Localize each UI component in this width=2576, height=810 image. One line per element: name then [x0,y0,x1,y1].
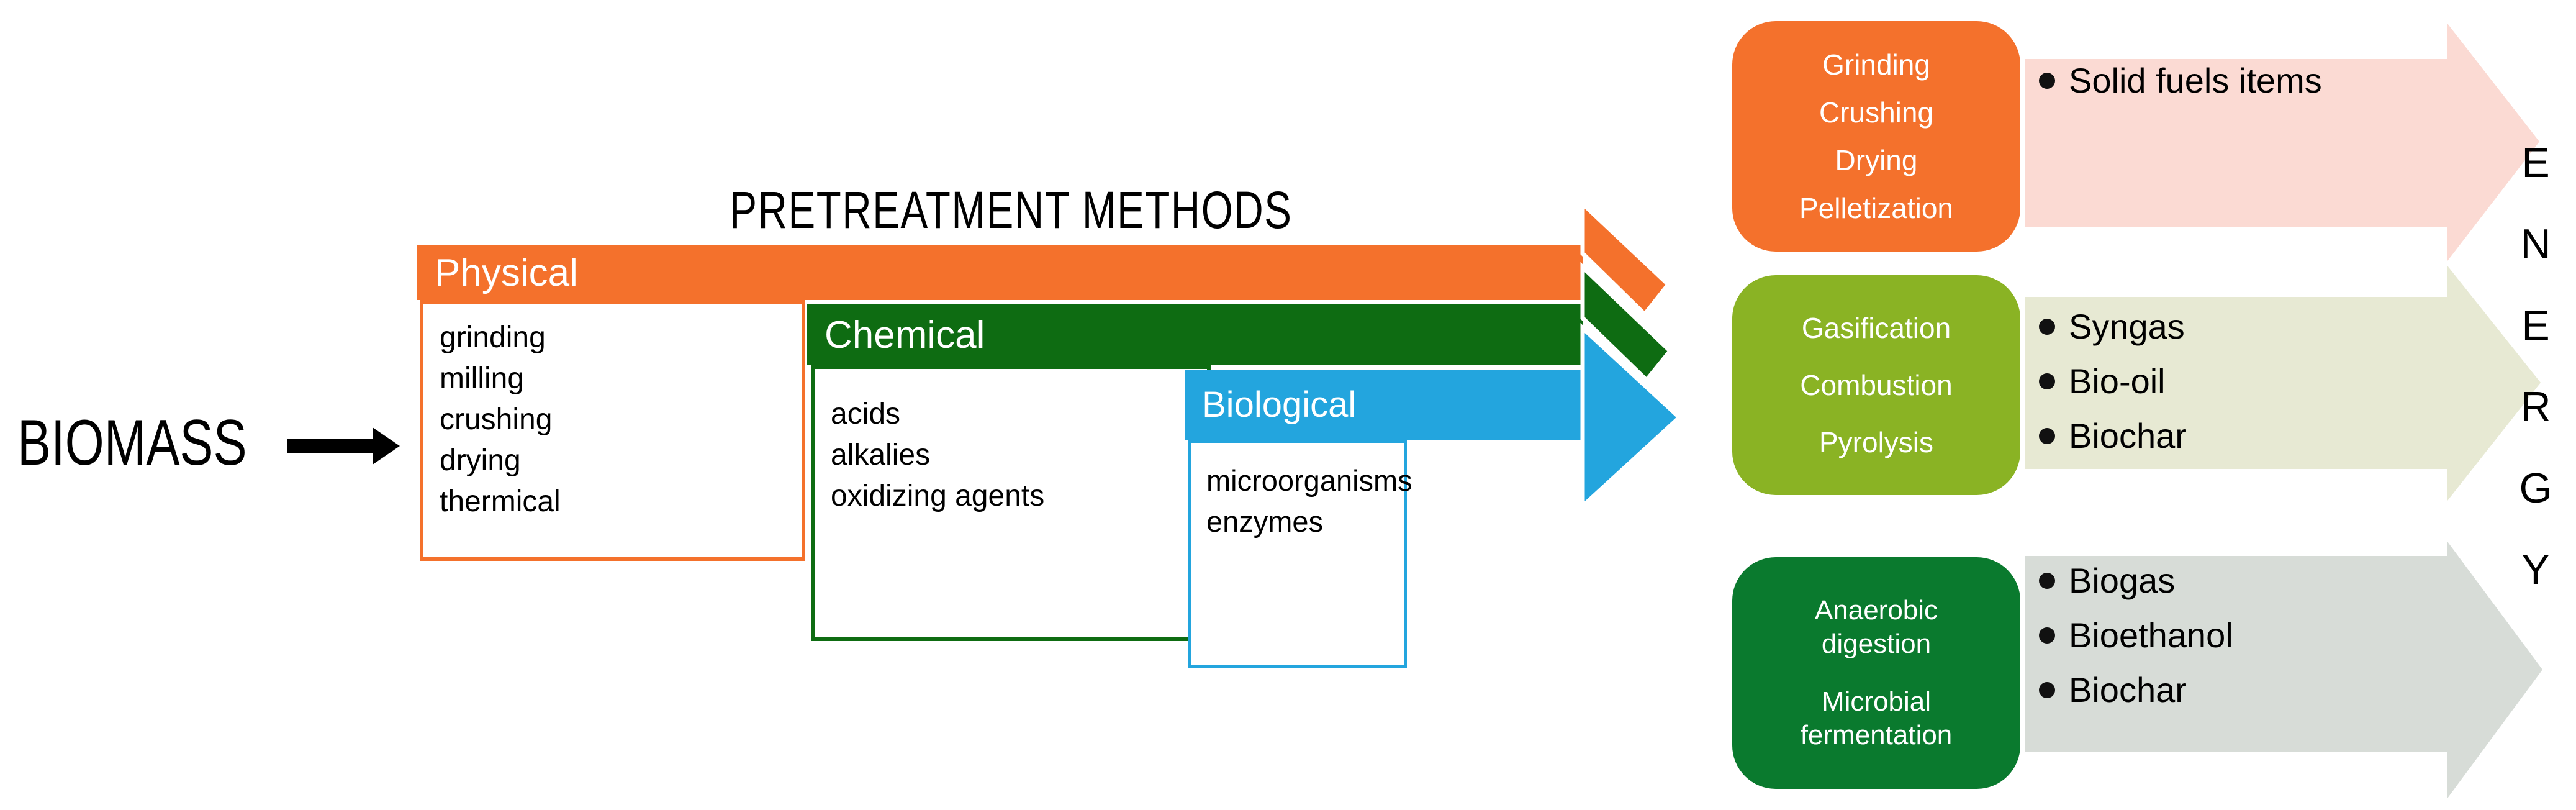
chemical-band: Chemical [807,304,1583,365]
biomass-label: BIOMASS [17,407,247,479]
bullet-dot-icon [2039,73,2055,89]
output-label: Bio-oil [2069,362,2166,401]
energy-letter: Y [2521,546,2550,593]
chemical-items-list: acids alkalies oxidizing agents [831,394,1207,517]
bullet-item: Bioethanol [2039,617,2233,654]
energy-letter: G [2519,465,2552,512]
list-item: acids [831,398,901,430]
process-line: Anaerobic digestion [1814,595,1938,659]
list-item: oxidizing agents [831,480,1045,512]
list-item: drying [440,444,521,477]
process-line: Combustion [1800,369,1953,401]
solid-fuels-outputs: Solid fuels items [2039,62,2322,117]
energy-letter: E [2521,302,2550,349]
output-label: Biogas [2069,561,2176,600]
process-line: Grinding [1822,48,1930,81]
bullet-dot-icon [2039,319,2055,335]
energy-label: E N E R G Y [2511,142,2560,630]
process-line: Drying [1835,144,1918,176]
list-item: milling [440,362,525,395]
output-label: Biochar [2069,416,2187,455]
physical-items-list: grinding milling crushing drying thermic… [440,317,802,522]
list-item: thermical [440,485,561,518]
energy-letter: R [2520,383,2551,430]
bullet-item: Syngas [2039,308,2187,345]
thermochemical-processes-box: Gasification Combustion Pyrolysis [1732,275,2020,495]
output-label: Bioethanol [2069,616,2233,655]
list-item: grinding [440,321,546,354]
energy-letter: E [2521,139,2550,186]
biological-items-list: microorganisms enzymes [1206,460,1412,542]
process-line: Crushing [1819,96,1934,129]
biochemical-outputs: Biogas Bioethanol Biochar [2039,562,2233,726]
bullet-dot-icon [2039,373,2055,389]
biochemical-processes-box: Anaerobic digestion Microbial fermentati… [1732,557,2020,789]
thermochemical-outputs: Syngas Bio-oil Biochar [2039,308,2187,472]
chemical-band-label: Chemical [825,313,985,357]
process-line: Microbial fermentation [1800,686,1953,750]
physical-band-label: Physical [435,251,578,294]
biological-items-box: microorganisms enzymes [1188,440,1412,668]
list-item: alkalies [831,439,931,471]
output-label: Syngas [2069,307,2185,346]
bullet-item: Biochar [2039,671,2233,709]
process-line: Pyrolysis [1819,426,1934,458]
biological-band: Biological [1185,370,1583,440]
list-item: crushing [440,403,553,436]
bullet-dot-icon [2039,573,2055,589]
output-label: Biochar [2069,670,2187,709]
bullet-dot-icon [2039,428,2055,444]
physical-band: Physical [417,245,1583,300]
physical-processes-box: Grinding Crushing Drying Pelletization [1732,21,2020,252]
energy-letter: N [2520,221,2551,268]
output-label: Solid fuels items [2069,61,2322,100]
process-line: Pelletization [1799,192,1954,224]
bullet-item: Bio-oil [2039,363,2187,400]
physical-items-box: grinding milling crushing drying thermic… [420,300,805,561]
physical-arrowhead-icon [1580,198,1671,318]
bullet-dot-icon [2039,627,2055,644]
solid-fuels-output-arrow [2025,24,2539,261]
list-item: microorganisms [1206,464,1412,497]
process-line: Gasification [1801,312,1951,344]
bullet-dot-icon [2039,682,2055,698]
bullet-item: Biochar [2039,417,2187,455]
bullet-item: Biogas [2039,562,2233,599]
list-item: enzymes [1206,505,1324,538]
bullet-item: Solid fuels items [2039,62,2322,99]
pretreatment-title: PRETREATMENT METHODS [730,181,1293,239]
chemical-items-box: acids alkalies oxidizing agents [811,365,1211,641]
biomass-arrow-icon [287,427,400,465]
biological-arrowhead-icon [1580,323,1683,511]
chemical-arrowhead-icon [1580,262,1673,384]
biological-band-label: Biological [1202,385,1357,425]
